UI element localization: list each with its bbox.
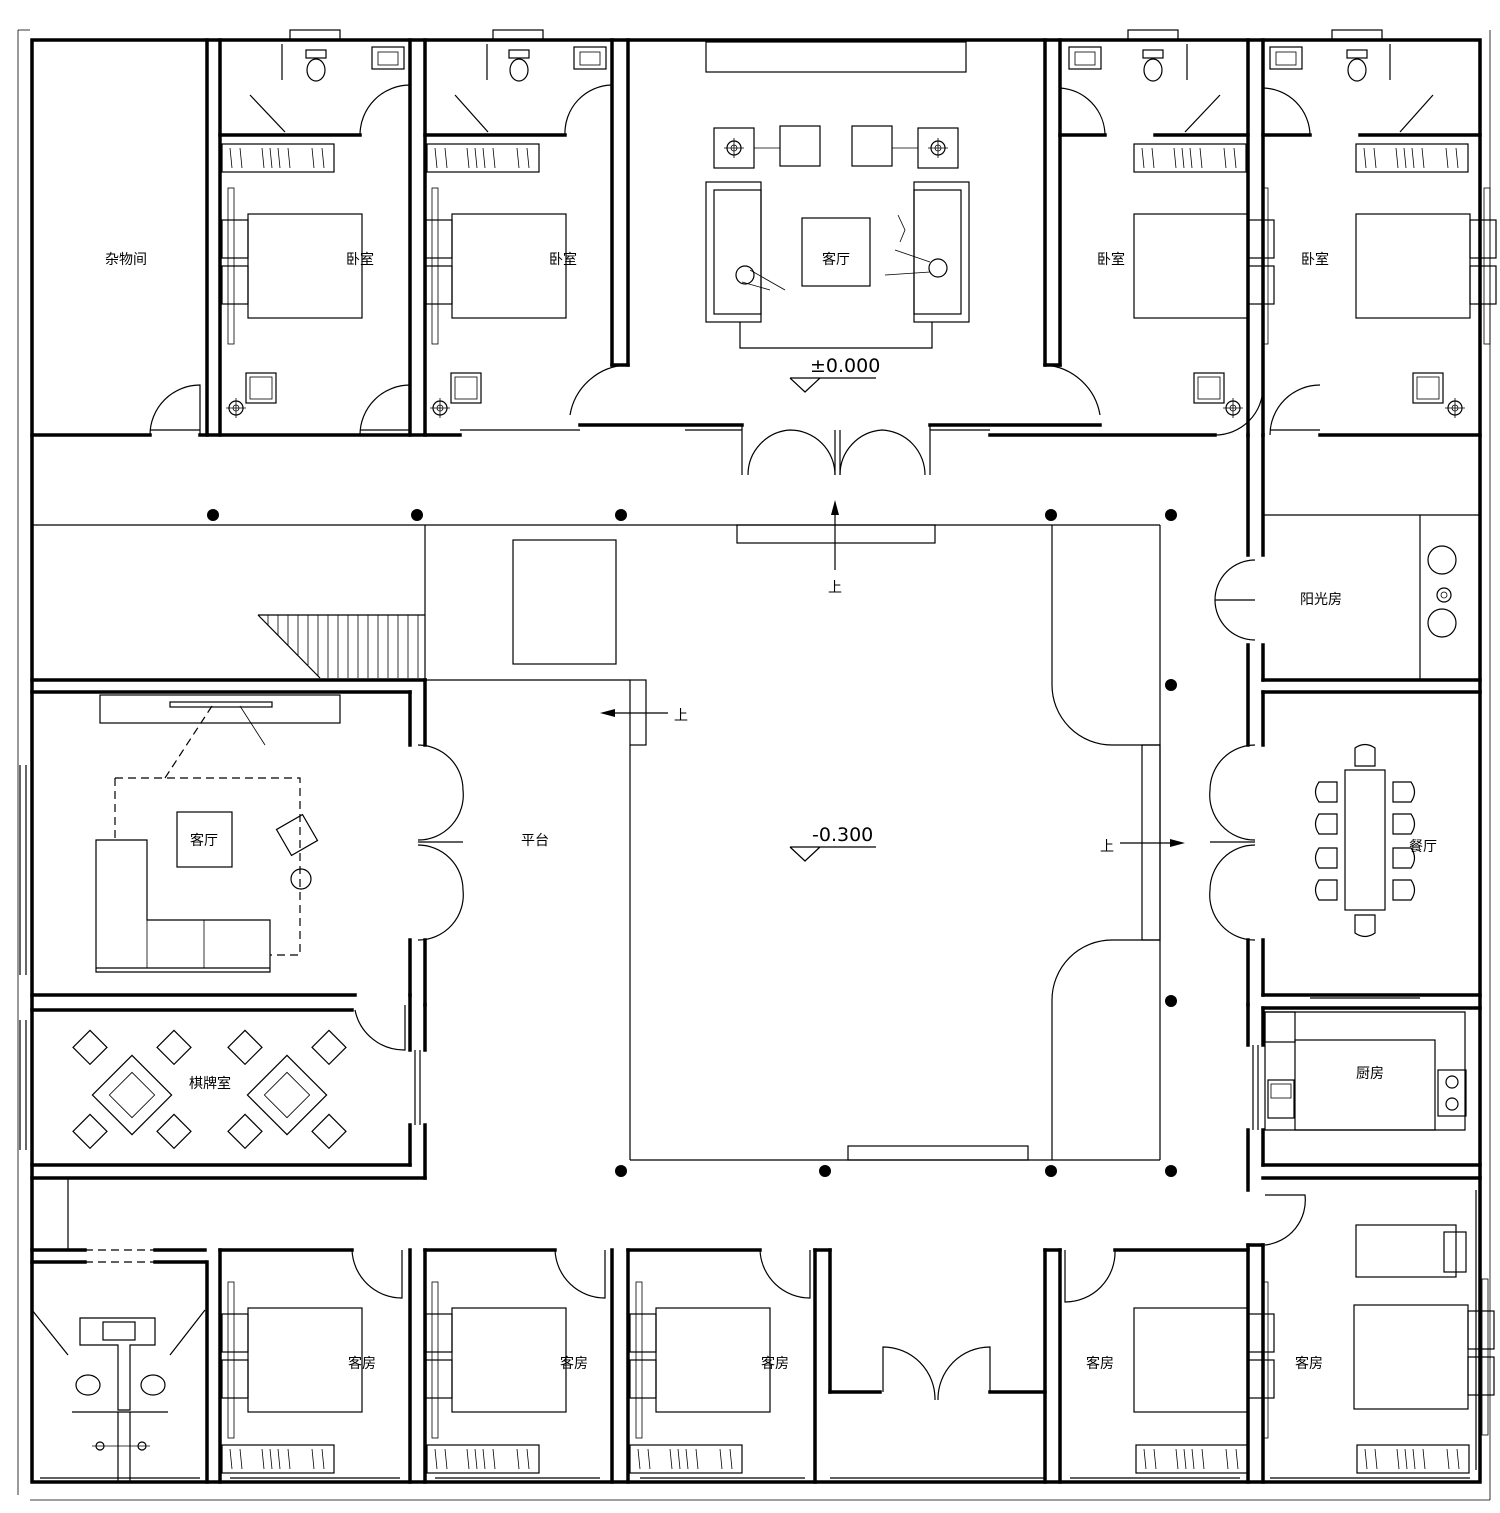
guest-5-label: 客房: [1295, 1355, 1323, 1372]
up-label-west: 上: [674, 708, 688, 724]
main-living-label: 客厅: [822, 251, 850, 268]
platform-label: 平台: [521, 833, 549, 849]
shared-bathroom-fixtures: [72, 1317, 168, 1482]
sunroom-label: 阳光房: [1300, 592, 1342, 608]
bottom-walls: [30, 1178, 1477, 1484]
dining-label: 餐厅: [1409, 839, 1437, 855]
staircase: [257, 614, 425, 679]
left-walls: [19, 678, 427, 1180]
up-label-east: 上: [1100, 839, 1114, 855]
guest-4-label: 客房: [1086, 1355, 1114, 1372]
dining-furniture: [1209, 743, 1416, 941]
courtyard-level: -0.300: [812, 824, 873, 846]
guest-2-label: 客房: [560, 1355, 588, 1372]
bedroom-3-label: 卧室: [1097, 251, 1125, 268]
bottom-guest-furniture: [221, 1224, 1495, 1474]
room-labels: 杂物间 卧室 卧室 卧室 卧室 客厅 客厅 平台 阳光房 餐厅 棋牌室 厨房 客…: [105, 251, 1437, 1372]
top-doors: [149, 84, 1434, 476]
level-labels: ±0.000 -0.300 上 上 上: [674, 355, 1114, 855]
main-hall-level: ±0.000: [810, 355, 880, 377]
top-bath-fixtures: [281, 44, 1391, 82]
bottom-doors: [31, 1194, 1306, 1401]
guest-3-label: 客房: [761, 1355, 789, 1372]
right-walls: [1246, 433, 1482, 1192]
up-label-north: 上: [828, 580, 842, 596]
chess-room-label: 棋牌室: [189, 1075, 231, 1092]
kitchen-label: 厨房: [1356, 1066, 1384, 1082]
main-living-furniture: [705, 125, 970, 349]
west-living-doors: [354, 744, 464, 1051]
bedroom-2-label: 卧室: [549, 251, 577, 268]
kitchen-furniture: [1264, 1011, 1467, 1131]
bedroom-4-label: 卧室: [1301, 251, 1329, 268]
courtyard: [425, 377, 1185, 1161]
west-living-label: 客厅: [190, 832, 218, 849]
outer-walls: [17, 29, 1491, 1501]
sunroom-fixtures: [1214, 545, 1457, 641]
west-living-furniture: [95, 694, 341, 973]
columns: [207, 509, 1177, 1177]
top-windows: [150, 29, 1383, 431]
guest-1-label: 客房: [348, 1355, 376, 1372]
bedroom-1-label: 卧室: [346, 251, 374, 268]
storage-label: 杂物间: [105, 252, 147, 268]
